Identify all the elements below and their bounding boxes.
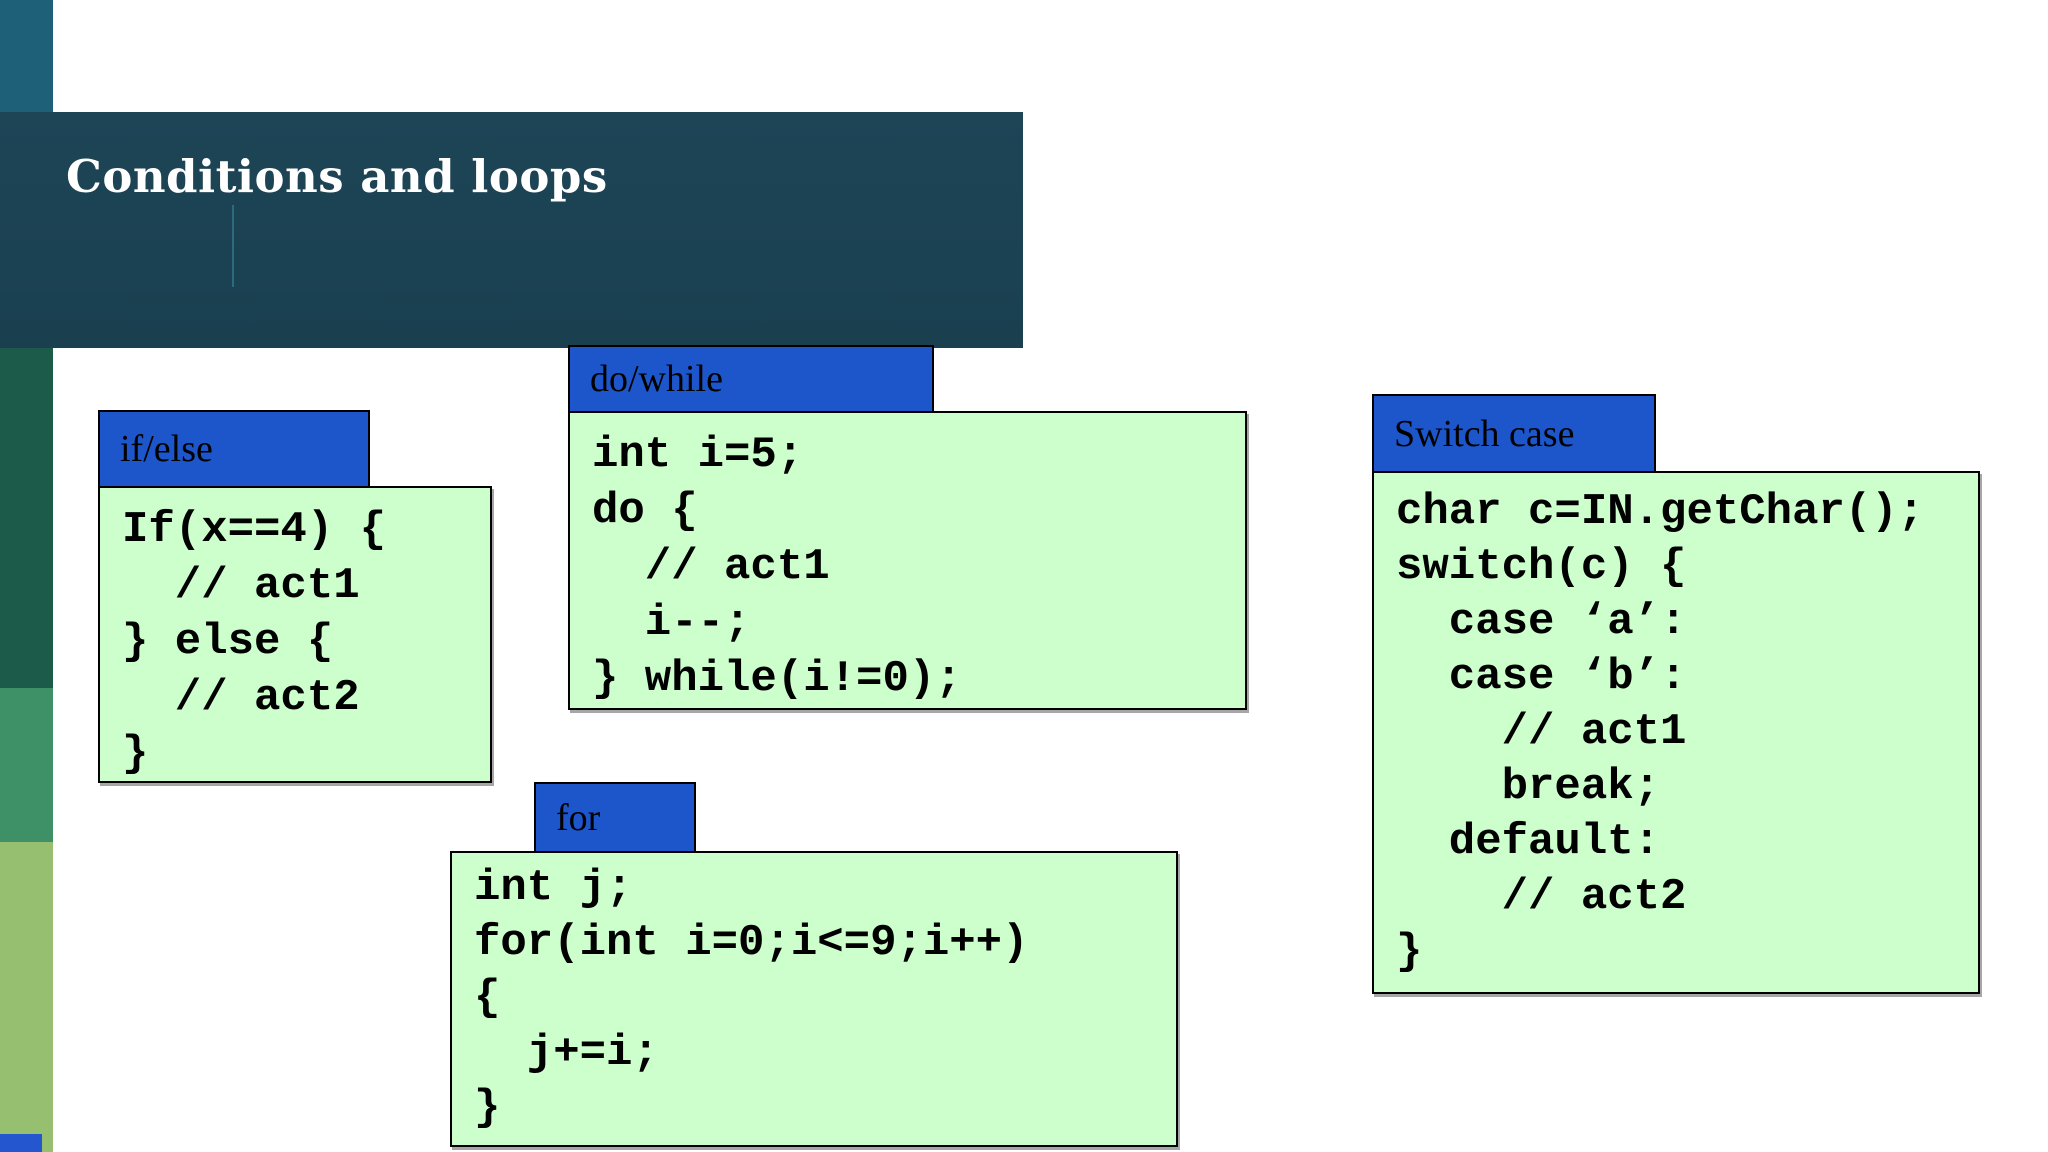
switch-case-label-box: Switch case [1372,394,1656,473]
page-title: Conditions and loops [66,150,608,203]
if-else-label-box: if/else [98,410,370,488]
for-code: int j; for(int i=0;i<=9;i++) { j+=i; } [474,863,1029,1133]
for-label: for [556,796,601,839]
switch-case-label: Switch case [1394,412,1575,455]
do-while-label: do/while [590,358,723,400]
title-divider-line [232,205,234,287]
do-while-code: int i=5; do { // act1 i--; } while(i!=0)… [592,430,962,704]
if-else-code: If(x==4) { // act1 } else { // act2 } [122,505,387,779]
strip-light-green-block [0,842,53,1152]
switch-case-code: char c=IN.getChar(); switch(c) { case ‘a… [1396,487,1925,977]
do-while-label-box: do/while [568,345,934,413]
do-while-code-box: int i=5; do { // act1 i--; } while(i!=0)… [568,411,1247,710]
if-else-code-box: If(x==4) { // act1 } else { // act2 } [98,486,492,783]
strip-teal-block [0,0,53,112]
strip-blue-block [0,1134,42,1152]
for-label-box: for [534,782,696,853]
switch-case-code-box: char c=IN.getChar(); switch(c) { case ‘a… [1372,471,1980,994]
if-else-label: if/else [120,428,213,470]
title-bar: Conditions and loops [0,112,1023,348]
strip-dark-green-block [0,348,53,688]
strip-medium-green-block [0,688,53,842]
for-code-box: int j; for(int i=0;i<=9;i++) { j+=i; } [450,851,1178,1147]
